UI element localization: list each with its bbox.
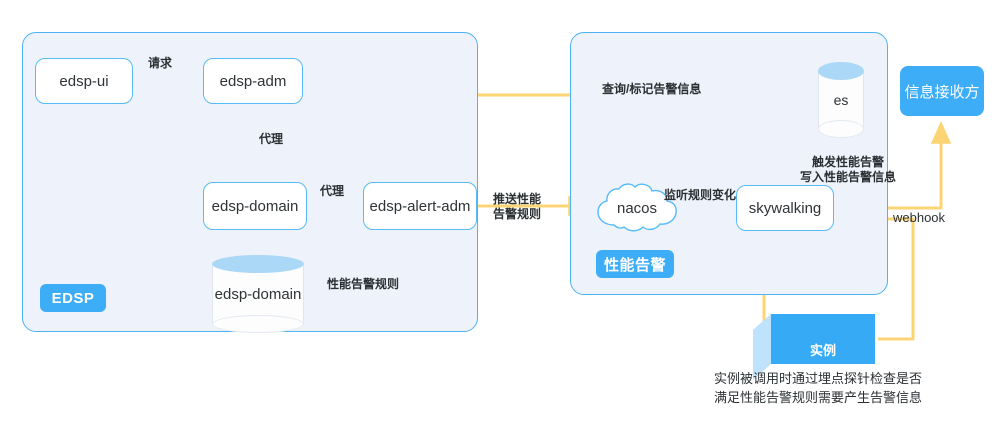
edge-label-proxy-adm-domain: 代理 [259,132,284,146]
database-label: edsp-domain [214,285,302,303]
node-instance[interactable]: 实例 [753,314,875,380]
edge-label-request: 请求 [148,56,173,70]
badge-edsp: EDSP [40,284,106,312]
instance-caption: 实例被调用时通过埋点探针检查是否 满足性能告警规则需要产生告警信息 [714,371,923,405]
node-edsp-adm[interactable]: edsp-adm [203,58,303,104]
edge-label-query-mark-alert: 查询/标记告警信息 [602,82,702,96]
node-edsp-domain[interactable]: edsp-domain [203,182,307,230]
edge-label-webhook: webhook [893,210,946,225]
edge-label-performance-alert-rule: 性能告警规则 [327,277,400,291]
cylinder-bottom [818,120,864,138]
edge-label-proxy-domain-alert: 代理 [320,184,345,198]
node-label: nacos [616,199,658,217]
database-label: es [833,92,849,108]
edge-label-push-rule: 推送性能 告警规则 [493,192,542,221]
node-label: 实例 [809,342,836,358]
cylinder-top [212,255,304,273]
cylinder-bottom [212,315,304,333]
node-edsp-ui[interactable]: edsp-ui [35,58,133,104]
database-es[interactable]: es [818,62,864,138]
badge-performance-alert: 性能告警 [596,250,674,278]
cylinder-top [818,62,864,80]
node-edsp-alert-adm[interactable]: edsp-alert-adm [363,182,477,230]
cloud-icon [597,183,677,232]
node-nacos[interactable]: nacos [594,182,680,234]
node-info-receiver[interactable]: 信息接收方 [900,66,984,116]
cube-icon [753,314,875,380]
cylinder-body [212,264,304,324]
edge-label-trigger-write-alert: 触发性能告警 写入性能告警信息 [800,155,897,184]
database-edsp-domain[interactable]: edsp-domain [212,255,304,333]
node-skywalking[interactable]: skywalking [736,185,834,231]
edge-label-listen-rule-change: 监听规则变化 [664,188,737,202]
